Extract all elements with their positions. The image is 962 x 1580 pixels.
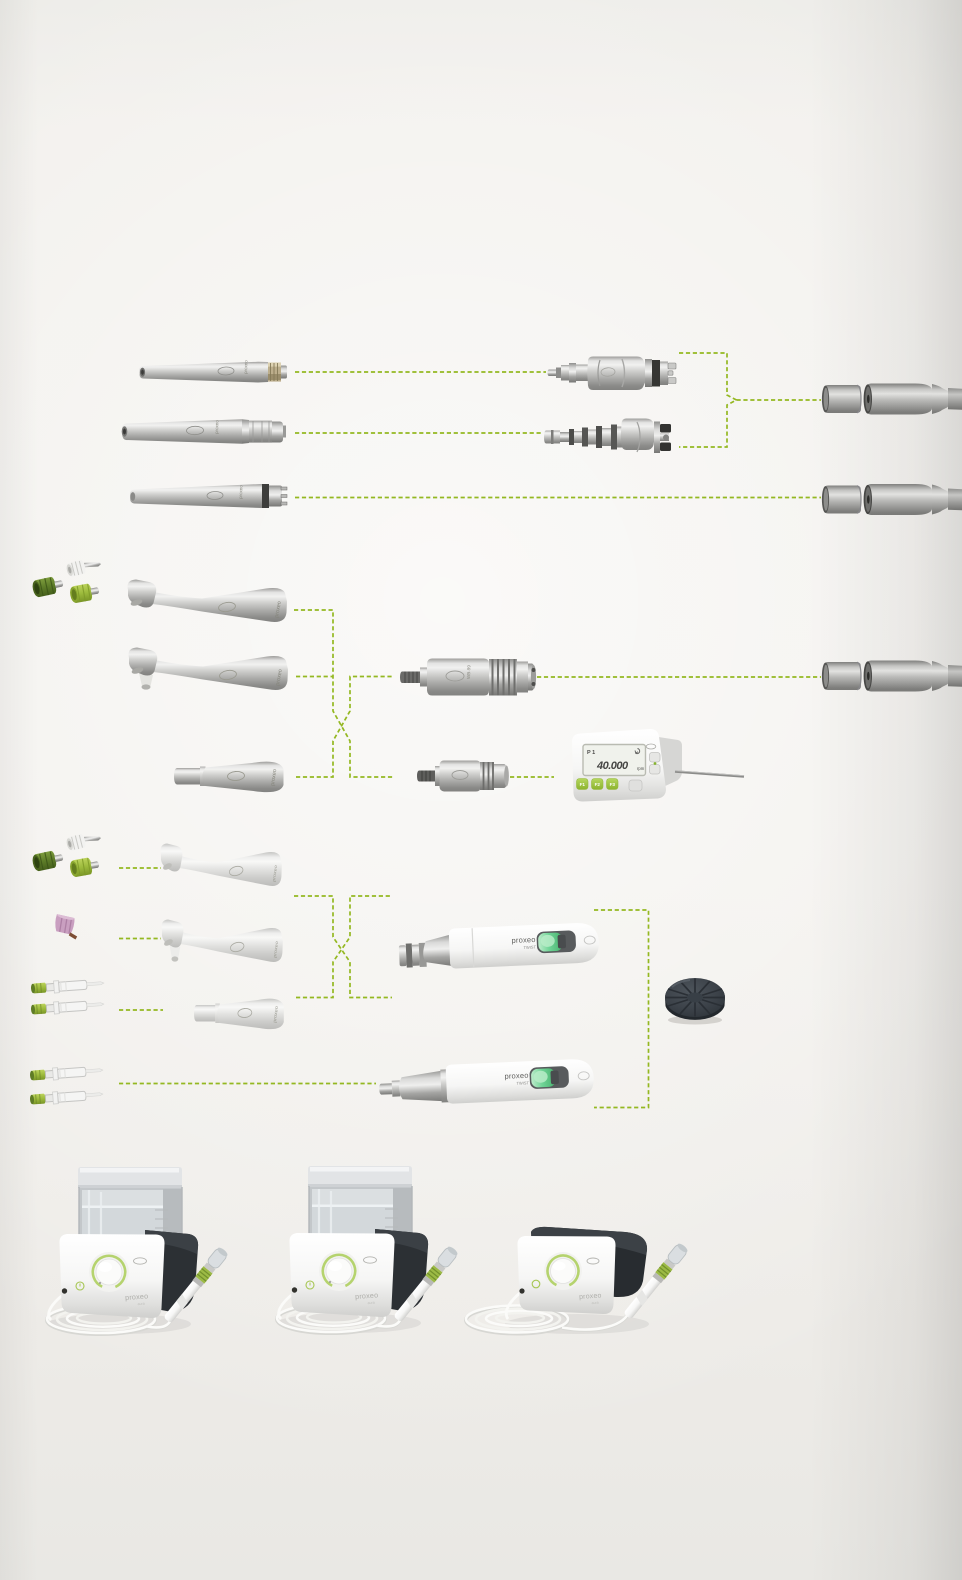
svg-text:proxeo: proxeo <box>272 864 279 882</box>
svg-text:TWIST: TWIST <box>516 1080 529 1086</box>
svg-text:TWIST: TWIST <box>523 944 536 950</box>
svg-text:proxeo: proxeo <box>273 940 280 958</box>
svg-text:F3: F3 <box>610 782 616 787</box>
svg-text:proxeo: proxeo <box>511 935 536 945</box>
svg-text:rpm: rpm <box>637 766 645 771</box>
svg-text:proxeo: proxeo <box>274 601 283 619</box>
svg-text:proxeo: proxeo <box>214 420 219 434</box>
svg-text:proxeo: proxeo <box>238 485 243 499</box>
svg-text:proxeo: proxeo <box>579 1292 602 1301</box>
svg-text:proxeo: proxeo <box>504 1071 529 1081</box>
svg-text:proxeo: proxeo <box>270 769 278 786</box>
svg-text:40.000: 40.000 <box>596 760 629 772</box>
svg-text:P 1: P 1 <box>587 750 595 756</box>
svg-text:proxeo: proxeo <box>272 1006 279 1024</box>
svg-text:proxeo: proxeo <box>275 669 284 687</box>
svg-text:proxeo: proxeo <box>243 360 248 374</box>
svg-text:aura: aura <box>591 1301 598 1305</box>
svg-text:F1: F1 <box>580 782 586 787</box>
svg-text:F2: F2 <box>595 782 601 787</box>
svg-text:WB-99: WB-99 <box>466 665 471 679</box>
